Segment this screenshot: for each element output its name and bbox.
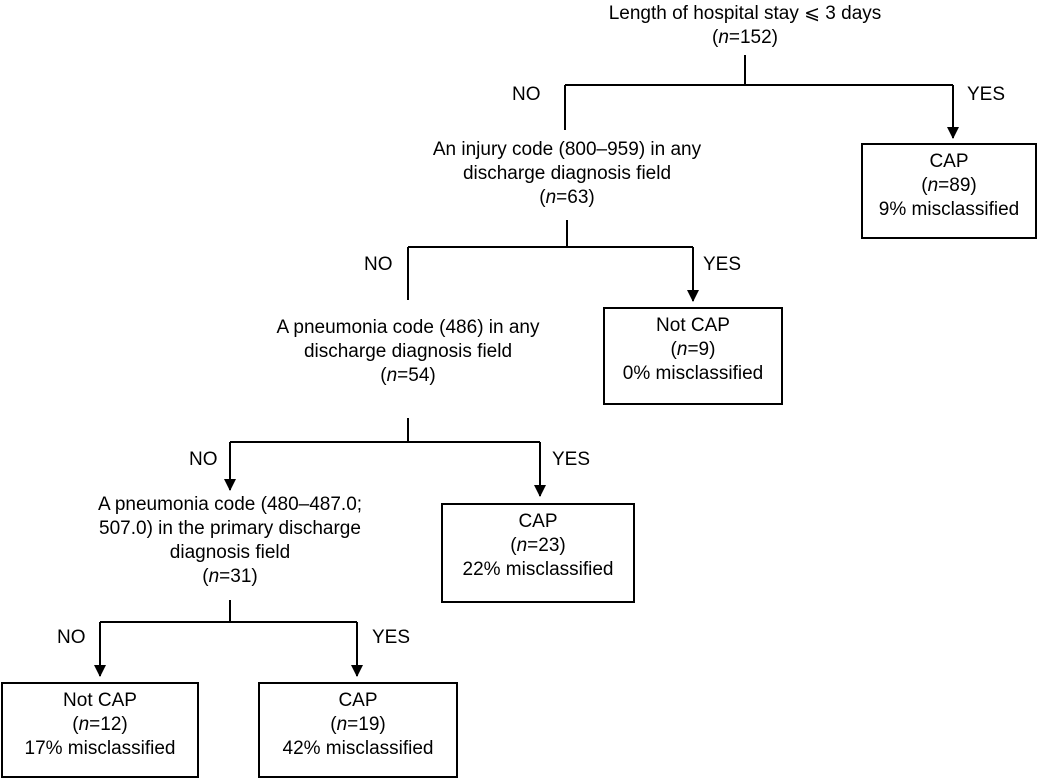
root-question: Length of hospital stay ⩽ 3 days (n=152) <box>560 2 930 50</box>
root-question-text: Length of hospital stay ⩽ 3 days <box>608 3 882 24</box>
injury-question-line-2: discharge diagnosis field <box>462 163 672 184</box>
leaf-notcap-9-misclassified: 0% misclassified <box>622 363 764 384</box>
leaf-cap-23: CAP (n=23) 22% misclassified <box>441 503 635 603</box>
leaf-cap-89-count: (n=89) <box>863 174 1035 198</box>
leaf-cap-23-misclassified: 22% misclassified <box>462 559 614 580</box>
root-count-var: n <box>718 27 729 48</box>
pneumonia-primary-count: (n=31) <box>70 565 390 589</box>
injury-question-line-1: An injury code (800–959) in any <box>432 139 702 160</box>
leaf-cap-23-count-var: n <box>516 535 528 556</box>
injury-code-question: An injury code (800–959) in any discharg… <box>387 138 747 210</box>
pneumonia-486-no-label: NO <box>189 449 218 470</box>
leaf-cap-89-count-value: =89) <box>938 175 977 196</box>
root-no-label: NO <box>512 84 541 105</box>
injury-count: (n=63) <box>387 186 747 210</box>
root-count-open: ( <box>711 27 719 48</box>
leaf-cap-89-title: CAP <box>929 151 969 172</box>
leaf-cap-23-count-open: ( <box>510 535 517 556</box>
leaf-notcap-12-misclassified: 17% misclassified <box>24 738 176 759</box>
root-count-value: =152) <box>728 27 779 48</box>
injury-count-var: n <box>545 187 557 208</box>
leaf-notcap-9-count-open: ( <box>670 339 677 360</box>
pneumonia-486-count-var: n <box>386 365 398 386</box>
pneumonia-primary-count-value: =31) <box>219 566 258 587</box>
root-yes-label: YES <box>967 84 1006 105</box>
injury-yes-label: YES <box>703 254 742 275</box>
pneumonia-486-line-2: discharge diagnosis field <box>303 341 513 362</box>
pneumonia-primary-line-1: A pneumonia code (480–487.0; <box>97 494 363 515</box>
leaf-cap-89: CAP (n=89) 9% misclassified <box>861 143 1037 239</box>
pneumonia-486-line-1: A pneumonia code (486) in any <box>276 317 540 338</box>
leaf-notcap-12-count: (n=12) <box>3 713 197 737</box>
pneumonia-primary-question: A pneumonia code (480–487.0; 507.0) in t… <box>70 493 390 589</box>
pneumonia-primary-count-var: n <box>208 566 220 587</box>
leaf-cap-19-count: (n=19) <box>260 713 456 737</box>
leaf-cap-19: CAP (n=19) 42% misclassified <box>258 682 458 778</box>
pneumonia-primary-line-2: 507.0) in the primary discharge <box>99 518 361 539</box>
root-count: (n=152) <box>560 26 930 50</box>
pneumonia-486-count-open: ( <box>380 365 387 386</box>
pneumonia-primary-no-label: NO <box>57 627 86 648</box>
pneumonia-486-question: A pneumonia code (486) in any discharge … <box>238 316 578 388</box>
injury-no-label: NO <box>364 254 393 275</box>
leaf-cap-19-title: CAP <box>338 690 378 711</box>
pneumonia-486-count-value: =54) <box>397 365 436 386</box>
leaf-cap-89-count-open: ( <box>921 175 928 196</box>
leaf-notcap-12-title: Not CAP <box>63 690 137 711</box>
leaf-notcap-9-count-var: n <box>676 339 688 360</box>
leaf-cap-19-count-open: ( <box>330 714 337 735</box>
leaf-notcap-12-count-value: =12) <box>89 714 128 735</box>
leaf-cap-23-count-value: =23) <box>527 535 566 556</box>
leaf-cap-23-count: (n=23) <box>443 534 633 558</box>
injury-count-value: =63) <box>556 187 595 208</box>
leaf-notcap-12-count-var: n <box>78 714 90 735</box>
pneumonia-primary-count-open: ( <box>202 566 209 587</box>
leaf-notcap-9-count: (n=9) <box>605 338 781 362</box>
leaf-cap-89-misclassified: 9% misclassified <box>878 199 1020 220</box>
leaf-cap-19-count-value: =19) <box>347 714 386 735</box>
leaf-notcap-9-title: Not CAP <box>656 315 730 336</box>
pneumonia-primary-line-3: diagnosis field <box>169 542 291 563</box>
leaf-notcap-12: Not CAP (n=12) 17% misclassified <box>1 682 199 778</box>
leaf-notcap-9-count-value: =9) <box>687 339 716 360</box>
leaf-notcap-9: Not CAP (n=9) 0% misclassified <box>603 307 783 405</box>
leaf-notcap-12-count-open: ( <box>72 714 79 735</box>
leaf-cap-19-count-var: n <box>336 714 348 735</box>
pneumonia-486-count: (n=54) <box>238 364 578 388</box>
pneumonia-primary-yes-label: YES <box>372 627 411 648</box>
pneumonia-486-yes-label: YES <box>552 449 591 470</box>
leaf-cap-19-misclassified: 42% misclassified <box>282 738 434 759</box>
leaf-cap-89-count-var: n <box>927 175 939 196</box>
injury-count-open: ( <box>539 187 546 208</box>
leaf-cap-23-title: CAP <box>518 511 558 532</box>
